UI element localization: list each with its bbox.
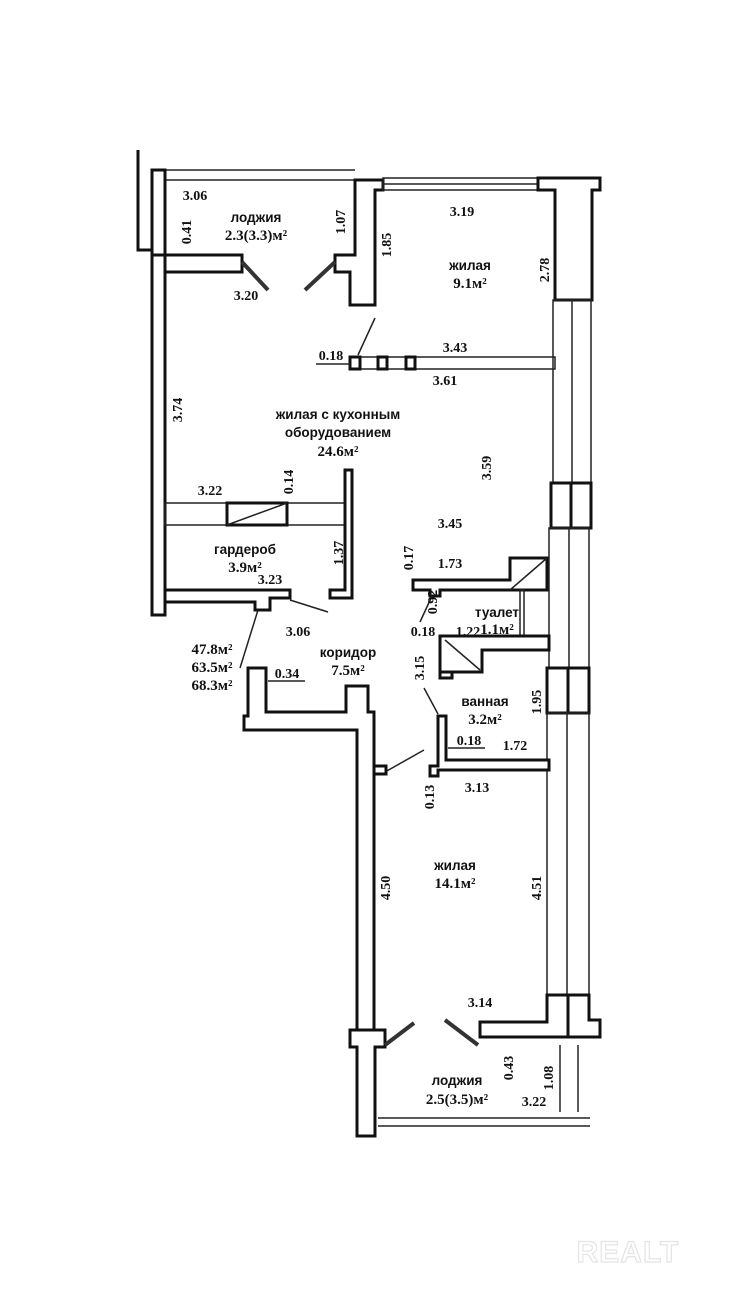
total-area-with-loggias: 68.3м²	[192, 678, 233, 694]
dim-label: 0.92	[426, 590, 441, 615]
door-loggia-bottom-right	[443, 1018, 480, 1047]
toilet-right-partition	[519, 589, 525, 641]
toilet-bottom-wall	[438, 634, 551, 674]
dim-label: 4.51	[530, 876, 545, 901]
wall-bedroom-left	[333, 178, 385, 307]
door-loggia-bottom-left	[383, 1021, 416, 1047]
dim-label: 0.14	[282, 470, 297, 495]
dim-label: 3.06	[183, 189, 208, 204]
dimensions: 3.06 0.41 1.07 3.20 3.19 1.85 2.78 0.18 …	[171, 189, 557, 1110]
doors	[240, 260, 480, 1047]
post-3	[404, 355, 417, 371]
dim-label: 3.13	[465, 781, 490, 796]
room-area-bedroom-large: 14.1м²	[435, 876, 476, 892]
dim-label: 1.22	[456, 625, 481, 640]
room-name-loggia-top: лоджия	[231, 210, 282, 225]
dim-label: 1.95	[530, 690, 545, 715]
room-name-toilet: туалет	[475, 605, 520, 620]
dim-label: 3.23	[258, 573, 283, 588]
total-area-living: 47.8м²	[192, 642, 233, 658]
wardrobe-door-swing	[289, 599, 329, 613]
dim-label: 3.06	[286, 625, 311, 640]
dim-label: 3.61	[433, 374, 458, 389]
room-name-bedroom-large: жилая	[433, 858, 476, 873]
room-area-bathroom: 3.2м²	[468, 712, 502, 728]
wall-right-top	[536, 176, 602, 302]
room-name-bedroom-small: жилая	[448, 258, 491, 273]
dim-label: 0.18	[319, 349, 344, 364]
room-name-living-line1: жилая с кухонным	[275, 407, 401, 422]
bath-door-swing	[384, 749, 425, 773]
bath-vent-diag	[444, 639, 481, 671]
door-loggia-top-left	[240, 260, 270, 292]
dim-label: 3.59	[480, 456, 495, 481]
post-2	[376, 355, 389, 371]
bath-door-post	[372, 764, 388, 776]
watermark-logo: REALT	[577, 1236, 680, 1269]
wardrobe-bottom-wall	[163, 588, 292, 612]
dim-label: 3.14	[468, 996, 493, 1011]
room-name-loggia-bottom: лоджия	[432, 1073, 483, 1088]
dim-label: 1.72	[503, 739, 528, 754]
post-1	[348, 355, 362, 371]
room-name-wardrobe: гардероб	[214, 542, 276, 557]
room-name-bathroom: ванная	[461, 694, 508, 709]
dim-label: 0.17	[402, 546, 417, 571]
dim-label: 0.18	[411, 625, 436, 640]
walls	[136, 150, 602, 1138]
total-areas: 47.8м² 63.5м² 68.3м²	[192, 642, 233, 694]
toilet-door-swing	[419, 595, 433, 623]
dim-label: 4.50	[379, 876, 394, 901]
bathroom-left-wall	[428, 714, 551, 778]
total-area-general: 63.5м²	[192, 660, 233, 676]
wall-right-bottom	[478, 993, 602, 1039]
room-name-corridor: коридор	[320, 645, 376, 660]
dim-label: 3.15	[413, 656, 428, 681]
wall-loggia-bottom-left	[348, 1028, 387, 1138]
dim-label: 3.45	[438, 517, 463, 532]
dim-leader-315	[423, 687, 439, 715]
facade-panel-3	[546, 712, 590, 996]
dim-label: 3.22	[198, 484, 223, 499]
dim-label: 1.37	[332, 541, 347, 566]
total-area-leader	[239, 609, 259, 669]
dim-label: 3.20	[234, 289, 259, 304]
dim-label: 0.43	[502, 1056, 517, 1081]
wall-left-outer	[150, 253, 167, 617]
room-name-living-line2: оборудованием	[285, 425, 391, 440]
dim-label: 0.41	[180, 220, 195, 245]
dim-label: 3.19	[450, 205, 475, 220]
room-area-bedroom-small: 9.1м²	[453, 276, 487, 292]
room-area-living: 24.6м²	[318, 444, 359, 460]
toilet-vent-diag	[509, 557, 548, 591]
dim-label: 1.07	[334, 210, 349, 235]
wall-loggia-left	[150, 168, 167, 257]
room-area-wardrobe: 3.9м²	[228, 560, 262, 576]
room-area-loggia-bottom: 2.5(3.5)м²	[426, 1092, 489, 1108]
dim-label: 1.08	[542, 1066, 557, 1091]
wall-loggia-bottom-left	[152, 253, 244, 274]
room-area-corridor: 7.5м²	[331, 663, 365, 679]
room-labels: лоджия 2.3(3.3)м² жилая 9.1м² жилая с ку…	[214, 210, 519, 1108]
dim-label: 3.22	[522, 1095, 547, 1110]
dim-label: 0.34	[275, 667, 300, 682]
wardrobe-vent-diag	[226, 502, 288, 526]
dim-label: 3.74	[171, 398, 186, 423]
bedroom-door-swing	[357, 317, 376, 356]
dim-label: 2.78	[538, 258, 553, 283]
dim-label: 3.43	[443, 341, 468, 356]
dim-label: 1.85	[380, 233, 395, 258]
dim-label: 0.18	[457, 734, 482, 749]
wardrobe-right-wall	[328, 468, 354, 600]
bath-vent-post	[438, 670, 454, 680]
dim-label: 1.73	[438, 557, 463, 572]
entrance-wall	[242, 666, 376, 1039]
room-area-toilet: 1.1м²	[480, 622, 514, 638]
room-area-loggia-top: 2.3(3.3)м²	[225, 228, 288, 244]
dim-label: 0.13	[423, 785, 438, 810]
door-loggia-top-right	[303, 260, 337, 292]
wall-loggia-top-left	[136, 150, 152, 252]
